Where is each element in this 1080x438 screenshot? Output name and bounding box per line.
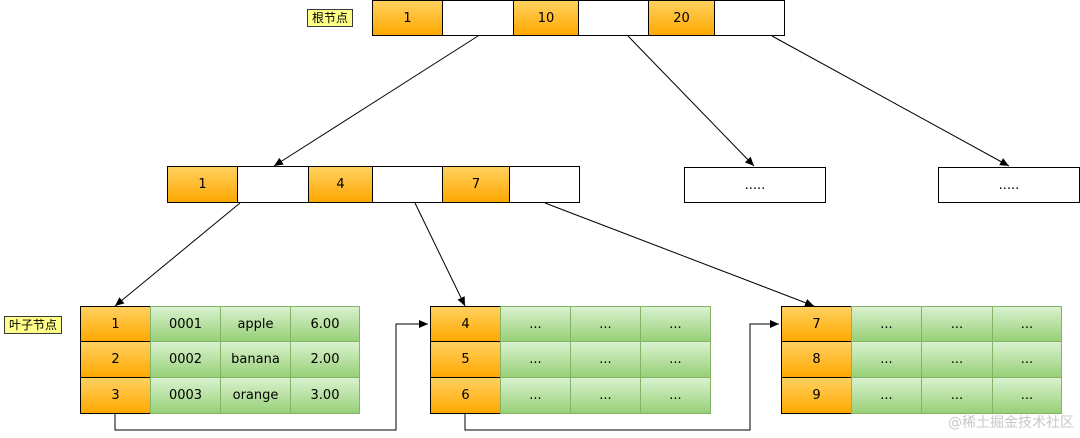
leaf1-cell: 3.00 <box>290 377 360 414</box>
leaf3-cell: ... <box>992 306 1062 342</box>
collapsed-node-2: ..... <box>938 167 1080 203</box>
leaf1-cell: 0002 <box>150 341 221 378</box>
leaf1-key: 2 <box>80 341 151 378</box>
leaf1-cell: 2.00 <box>290 341 360 378</box>
root-node-label: 根节点 <box>307 9 354 27</box>
internal-pointer-3 <box>509 166 580 203</box>
root-key-2: 10 <box>513 0 579 36</box>
leaf3-cell: ... <box>921 341 993 378</box>
edge-internal-to-leaf-3 <box>544 202 815 307</box>
leaf3-cell: ... <box>921 377 993 414</box>
leaf1-cell: 0001 <box>150 306 221 342</box>
leaf3-cell: ... <box>851 341 922 378</box>
leaf3-cell: ... <box>992 377 1062 414</box>
edge-internal-to-leaf-1 <box>114 202 241 307</box>
leaf2-cell: ... <box>570 306 641 342</box>
leaf3-key: 7 <box>781 306 852 342</box>
leaf2-cell: ... <box>640 377 711 414</box>
leaf1-cell: 6.00 <box>290 306 360 342</box>
leaf2-cell: ... <box>640 306 711 342</box>
leaf1-cell: 0003 <box>150 377 221 414</box>
leaf3-cell: ... <box>851 377 922 414</box>
root-key-3: 20 <box>648 0 715 36</box>
leaf2-cell: ... <box>500 341 571 378</box>
edge-root-to-collapsed-2 <box>771 35 1010 167</box>
leaf1-cell: apple <box>220 306 291 342</box>
leaf2-cell: ... <box>570 341 641 378</box>
leaf2-key: 5 <box>430 341 501 378</box>
internal-key-3: 7 <box>442 166 510 203</box>
leaf3-cell: ... <box>921 306 993 342</box>
leaf3-cell: ... <box>851 306 922 342</box>
leaf2-cell: ... <box>500 377 571 414</box>
leaf1-cell: orange <box>220 377 291 414</box>
leaf3-cell: ... <box>992 341 1062 378</box>
internal-pointer-2 <box>372 166 443 203</box>
edge-root-to-collapsed-1 <box>627 35 755 167</box>
leaf-node-label: 叶子节点 <box>4 316 63 334</box>
edge-internal-to-leaf-2 <box>414 202 466 307</box>
internal-key-2: 4 <box>308 166 373 203</box>
leaf1-cell: banana <box>220 341 291 378</box>
leaf2-key: 6 <box>430 377 501 414</box>
root-pointer-2 <box>578 0 649 36</box>
leaf2-key: 4 <box>430 306 501 342</box>
leaf3-key: 9 <box>781 377 852 414</box>
root-key-1: 1 <box>372 0 443 36</box>
leaf1-key: 1 <box>80 306 151 342</box>
leaf3-key: 8 <box>781 341 852 378</box>
internal-pointer-1 <box>237 166 309 203</box>
leaf2-cell: ... <box>500 306 571 342</box>
root-pointer-3 <box>714 0 785 36</box>
leaf2-cell: ... <box>640 341 711 378</box>
collapsed-node-1: ..... <box>684 167 826 203</box>
leaf2-cell: ... <box>570 377 641 414</box>
edge-root-to-internal <box>273 35 479 167</box>
root-pointer-1 <box>442 0 514 36</box>
watermark-text: @稀土掘金技术社区 <box>948 415 1074 431</box>
internal-key-1: 1 <box>167 166 238 203</box>
leaf1-key: 3 <box>80 377 151 414</box>
